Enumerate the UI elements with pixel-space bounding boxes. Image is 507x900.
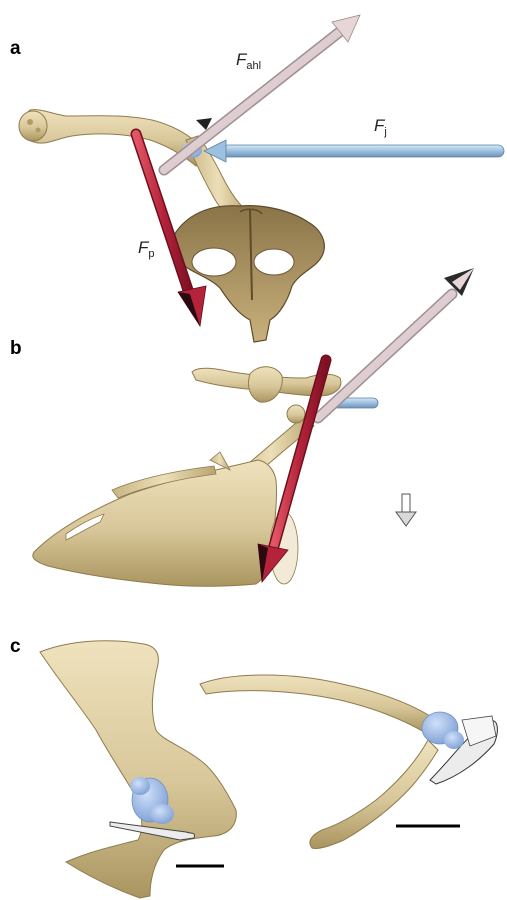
force-label-ahl: Fahl (236, 50, 261, 72)
panel-a (19, 15, 504, 342)
sternum-a (172, 206, 325, 342)
bone-left-c (40, 641, 236, 898)
bone-right-lower-c (310, 740, 438, 849)
force-arrow-j (204, 140, 504, 162)
bone-right-c (200, 675, 430, 732)
panel-label-b: b (10, 338, 22, 360)
force-label-p: Fp (138, 238, 155, 260)
force-label-j: Fj (374, 116, 387, 138)
panel-c (40, 641, 497, 898)
gravity-arrow-b (396, 494, 416, 526)
panel-label-a: a (10, 38, 21, 60)
humerus-head-a (19, 111, 47, 141)
force-arrow-ahl-b (318, 268, 474, 418)
panel-label-c: c (10, 636, 21, 658)
